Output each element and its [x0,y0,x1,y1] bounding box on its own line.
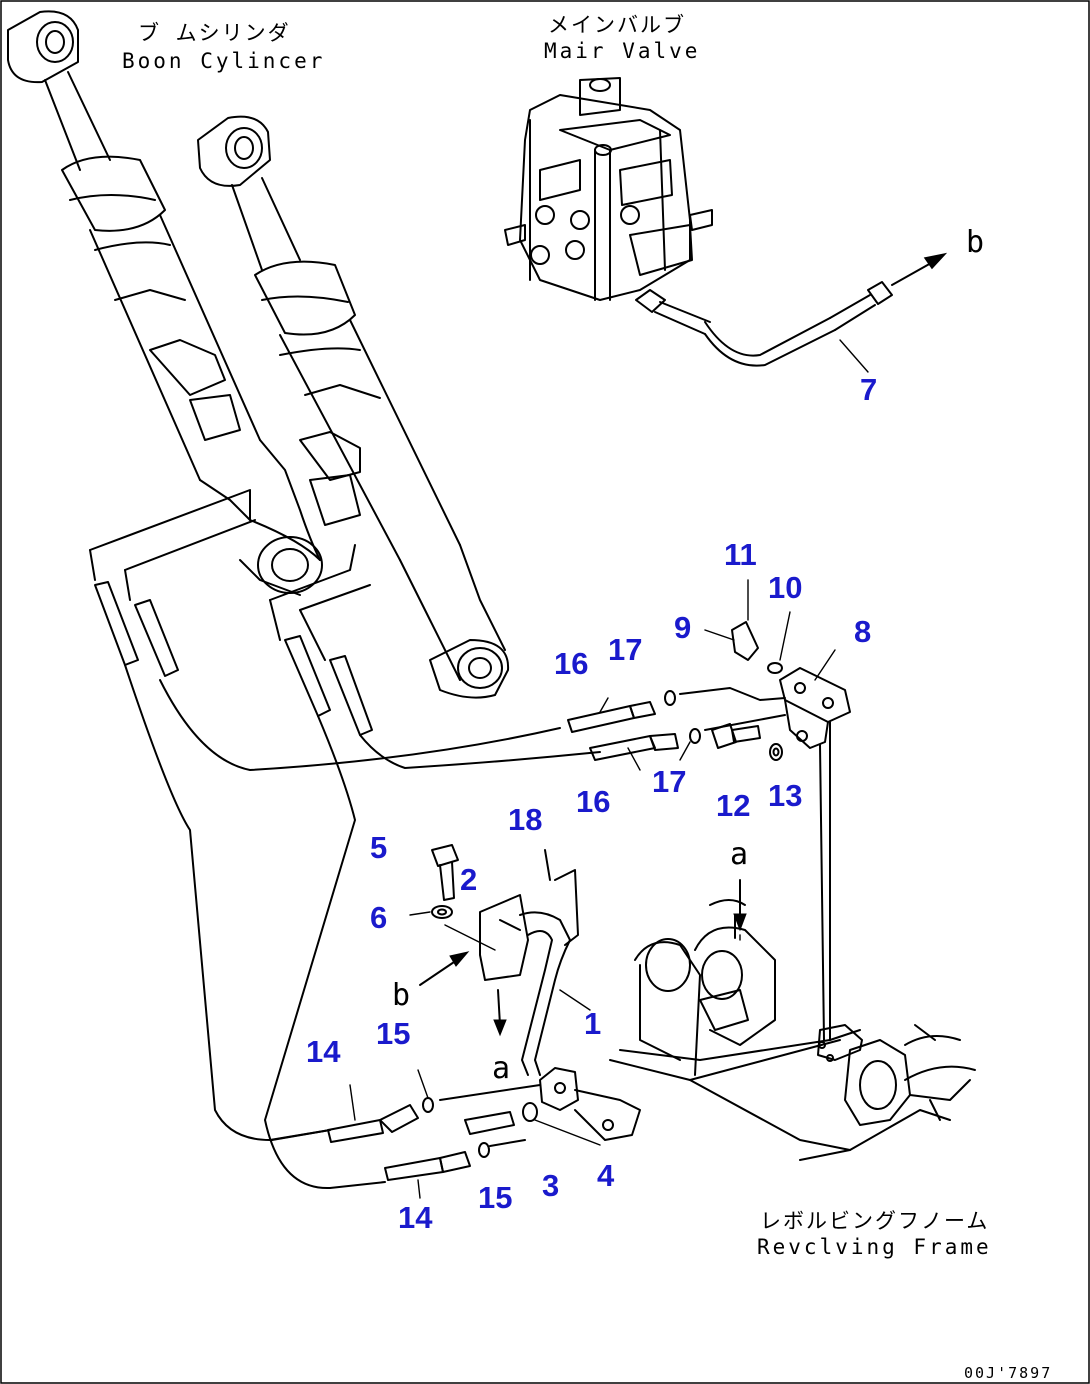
drawing-number: 00J'7897 [964,1364,1052,1382]
callout-12: 12 [716,788,750,823]
callout-4: 4 [597,1158,615,1193]
main-valve-label-en: Mair Valve [544,39,700,63]
revolving-frame [609,879,976,1161]
callout-10: 10 [768,570,802,605]
callout-7: 7 [860,372,877,407]
callout-1: 1 [584,1006,601,1041]
callout-9: 9 [674,610,691,645]
boom-cylinder-label-jp: ブ ムシリンダ [138,21,291,45]
revolving-frame-label-jp: レボルビングフノーム [760,1209,989,1233]
callout-6: 6 [370,900,387,935]
callout-17-lower: 17 [652,764,686,799]
callout-8: 8 [854,614,871,649]
callout-15-upper: 15 [376,1016,410,1051]
view-letter-a-top: a [730,837,748,872]
callout-3: 3 [542,1168,559,1203]
main-valve [504,77,713,301]
boom-cylinder-left [7,10,323,596]
fitting-9-10-11 [704,579,791,674]
callout-18: 18 [508,802,542,837]
block-8 [779,649,851,1041]
callout-17-upper: 17 [608,632,642,667]
callout-2: 2 [460,862,477,897]
cylinder-hoses [89,489,601,1190]
callout-16-lower: 16 [576,784,610,819]
view-letter-b-top: b [966,225,984,260]
boom-cylinder-right [197,115,510,699]
callout-5: 5 [370,830,387,865]
callout-13: 13 [768,778,802,813]
hose-fittings-16-17 [567,687,786,771]
callout-15-lower: 15 [478,1180,512,1215]
main-valve-label-jp: メインバルブ [548,13,686,37]
callout-11: 11 [724,537,757,572]
callout-14-lower: 14 [398,1200,433,1235]
boom-cylinder-label-en: Boon Cylincer [122,49,325,73]
view-letter-a-mid: a [492,1051,510,1086]
hose-7 [635,252,948,373]
pipe-1-assembly [409,844,641,1146]
callout-16-upper: 16 [554,646,588,681]
view-letter-b-mid: b [392,978,410,1013]
hose-fittings-14-15 [271,1069,541,1199]
callout-14-upper: 14 [306,1034,341,1069]
revolving-frame-label-en: Revclving Frame [757,1235,992,1259]
